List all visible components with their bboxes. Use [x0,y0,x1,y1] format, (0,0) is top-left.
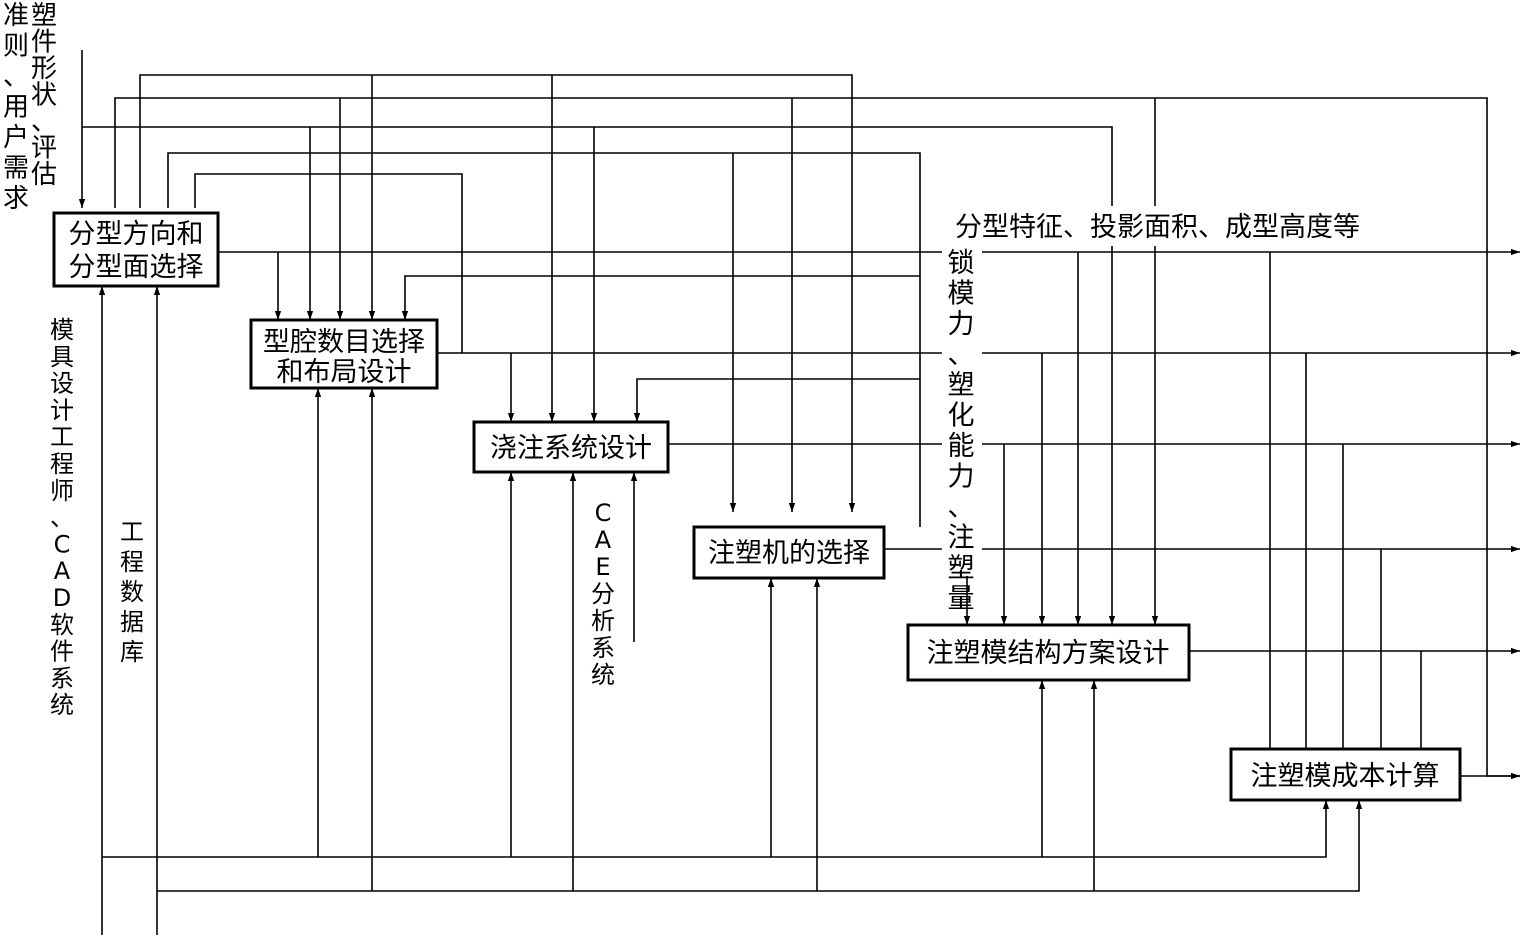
box-label-cost: 注塑模成本计算 [1251,761,1440,792]
function-box-machine: 注塑机的选择 [692,525,886,580]
function-box-parting: 分型方向和 分型面选择 [52,211,220,288]
connector-lines [78,50,1520,935]
function-box-cost: 注塑模成本计算 [1229,747,1462,802]
box-label-gating: 浇注系统设计 [490,433,652,464]
mechanism-label-database: 工程数据库 [120,518,144,666]
input-label-shape: 塑件形状、评估 [31,1,57,190]
box-label-parting-line-2: 分型面选择 [69,252,204,283]
function-box-cavity: 型腔数目选择 和布局设计 [249,318,439,390]
function-box-structure: 注塑模结构方案设计 [906,623,1191,682]
box-label-parting-line-1: 分型方向和 [69,219,204,250]
box-label-structure: 注塑模结构方案设计 [927,638,1170,669]
box-label-machine: 注塑机的选择 [708,538,870,569]
annotation-parting-features: 分型特征、投影面积、成型高度等 [955,212,1360,243]
input-label-rules: 准则、用户需求 [3,1,29,214]
box-label-cavity-line-2: 和布局设计 [277,357,412,388]
annotation-machine-params: 锁模力、塑化能力、注塑量 [948,248,975,615]
function-box-gating: 浇注系统设计 [472,420,670,474]
box-label-cavity-line-1: 型腔数目选择 [263,327,425,358]
